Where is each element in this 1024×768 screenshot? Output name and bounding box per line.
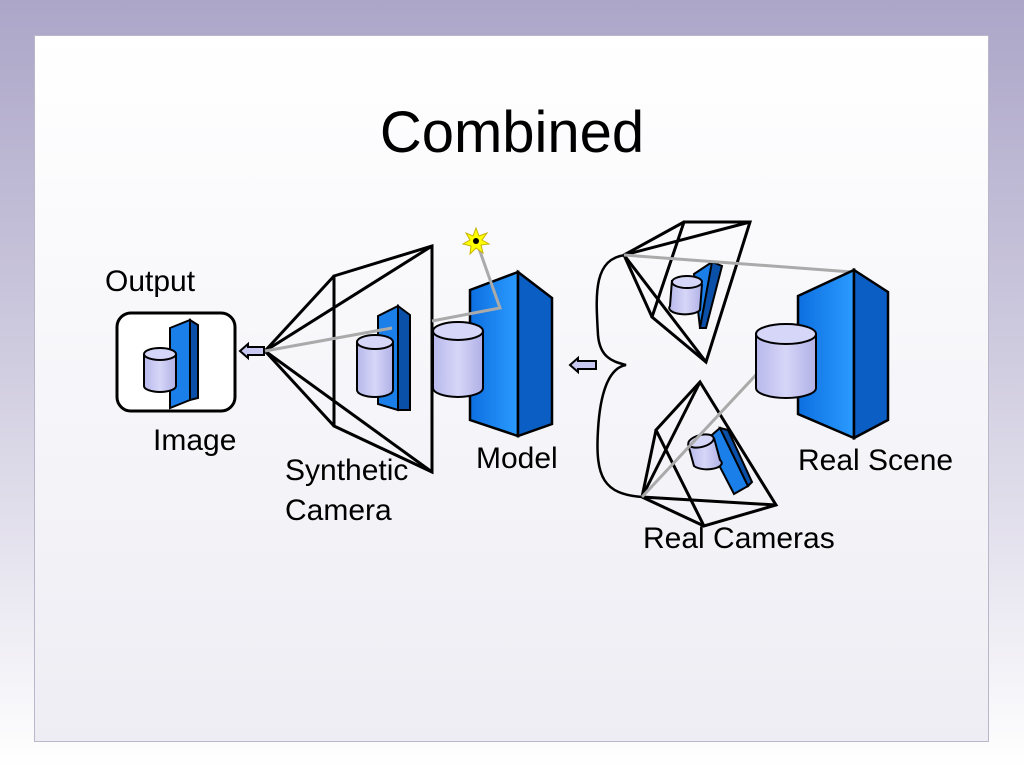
model-label: Model — [476, 442, 558, 475]
model-group — [431, 239, 554, 438]
output-cylinder-icon — [143, 347, 177, 393]
left-arrow-icon — [238, 341, 265, 361]
output-label: Output — [105, 265, 196, 298]
image-label: Image — [153, 424, 237, 457]
star-burst-icon — [461, 226, 491, 256]
output-image-group — [115, 311, 237, 413]
real-camera-top — [622, 220, 853, 365]
camera-brace — [595, 253, 643, 499]
real-cameras-label: Real Cameras — [643, 522, 835, 555]
synthetic-camera-label-line2: Camera — [285, 494, 392, 527]
synthetic-camera-label-line1: Synthetic — [285, 454, 409, 487]
real-scene-group — [755, 267, 890, 441]
left-arrow-icon — [568, 355, 597, 375]
slide-title: Combined — [379, 100, 645, 165]
synthetic-camera-group — [263, 243, 434, 475]
real-scene-label: Real Scene — [798, 444, 954, 477]
